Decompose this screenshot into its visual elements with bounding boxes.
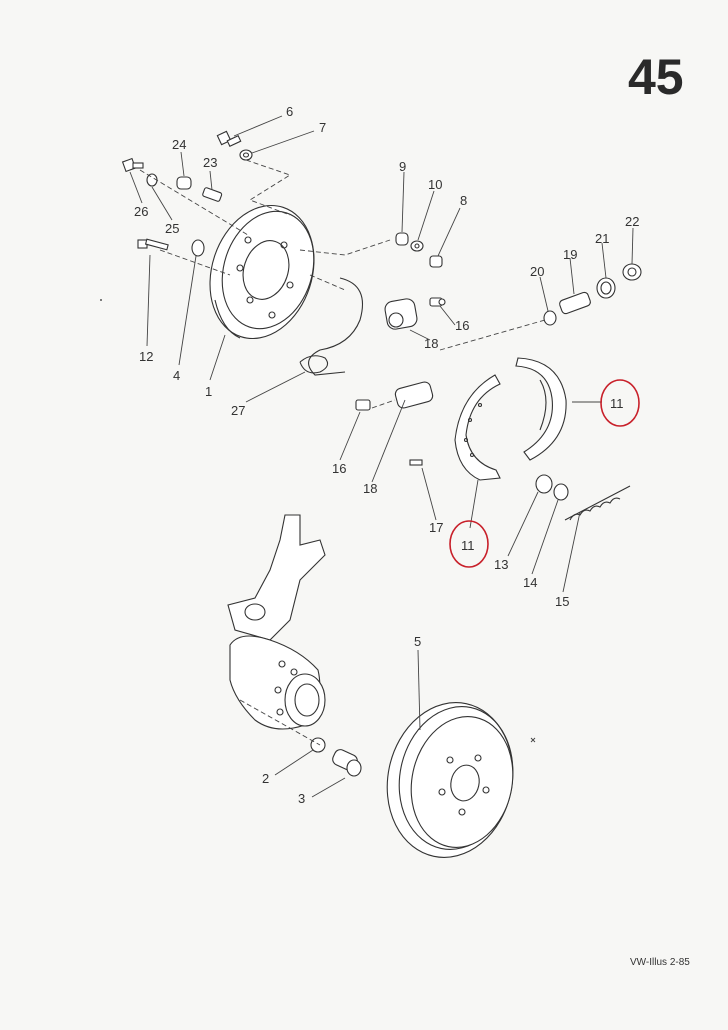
bolt-3 xyxy=(332,749,362,777)
callout-23: 23 xyxy=(203,155,217,170)
illustration-reference: VW-Illus 2-85 xyxy=(630,957,690,968)
callout-21: 21 xyxy=(595,231,609,246)
spring-21 xyxy=(596,277,616,299)
clip-22 xyxy=(622,263,642,281)
highlight-circle xyxy=(449,520,489,568)
wheel-cylinder-upper xyxy=(384,298,418,330)
callout-24: 24 xyxy=(172,137,186,152)
steering-knuckle xyxy=(227,514,326,730)
callout-16-upper: 16 xyxy=(455,318,469,333)
callout-10: 10 xyxy=(428,177,442,192)
bleeder-16-lower xyxy=(355,399,371,411)
callout-3: 3 xyxy=(298,791,305,806)
return-spring-15 xyxy=(564,485,631,521)
callout-18-upper: 18 xyxy=(424,336,438,351)
leader-lines xyxy=(129,115,634,798)
callout-16-lower: 16 xyxy=(332,461,346,476)
backing-plate xyxy=(209,204,315,340)
callout-22: 22 xyxy=(625,214,639,229)
assembly-line xyxy=(299,239,391,256)
callout-27: 27 xyxy=(231,403,245,418)
assembly-line xyxy=(139,169,249,236)
stray-mark xyxy=(530,737,536,743)
callout-11-right: 11 xyxy=(610,396,624,411)
washer-10 xyxy=(410,240,424,252)
spring-cup-13 xyxy=(535,474,553,494)
callout-13: 13 xyxy=(494,557,508,572)
callout-18-lower: 18 xyxy=(363,481,377,496)
pin-17 xyxy=(409,459,423,466)
callout-19: 19 xyxy=(563,247,577,262)
adjuster-20 xyxy=(543,310,557,326)
assembly-line xyxy=(309,274,346,291)
callout-15: 15 xyxy=(555,594,569,609)
assembly-line xyxy=(245,159,292,216)
stray-mark xyxy=(100,299,102,301)
washer-2 xyxy=(310,737,326,753)
brake-shoe-rear xyxy=(515,357,567,461)
bleeder-23 xyxy=(202,187,223,202)
callout-17: 17 xyxy=(429,520,443,535)
wheel-cylinder-lower xyxy=(394,381,434,409)
callout-1: 1 xyxy=(205,384,212,399)
callout-8: 8 xyxy=(460,193,467,208)
assembly-line xyxy=(371,399,396,409)
callout-25: 25 xyxy=(165,221,179,236)
callout-12: 12 xyxy=(139,349,153,364)
callout-4: 4 xyxy=(173,368,180,383)
callout-11-lower: 11 xyxy=(461,538,475,553)
bolt-26 xyxy=(121,157,144,173)
cap-8 xyxy=(429,255,443,268)
callout-7: 7 xyxy=(319,120,326,135)
bolt-12 xyxy=(137,238,169,251)
brake-shoe-front xyxy=(454,374,501,481)
bolt-6 xyxy=(216,130,242,147)
adjuster-19 xyxy=(559,291,591,315)
assembly-line xyxy=(239,699,321,746)
callout-14: 14 xyxy=(523,575,537,590)
washer-14 xyxy=(553,483,569,501)
washer-7 xyxy=(239,149,253,161)
callout-9: 9 xyxy=(399,159,406,174)
callout-20: 20 xyxy=(530,264,544,279)
callout-6: 6 xyxy=(286,104,293,119)
page-number: 45 xyxy=(628,49,684,105)
brake-drum xyxy=(386,702,514,858)
highlight-circle xyxy=(600,379,640,427)
callout-2: 2 xyxy=(262,771,269,786)
cap-9 xyxy=(395,232,409,246)
callout-5: 5 xyxy=(414,634,421,649)
assembly-line xyxy=(159,249,231,276)
brake-line xyxy=(308,277,364,376)
callout-26: 26 xyxy=(134,204,148,219)
washer-25 xyxy=(146,173,158,187)
assembly-line xyxy=(439,319,546,351)
callout-labels: 1 2 3 4 5 6 7 8 9 10 11 11 12 13 14 15 1… xyxy=(134,104,639,806)
brake-hose-27 xyxy=(299,355,329,374)
bleeder-16-upper xyxy=(429,297,446,307)
spacer-24 xyxy=(176,176,192,190)
plug-4 xyxy=(191,239,205,257)
